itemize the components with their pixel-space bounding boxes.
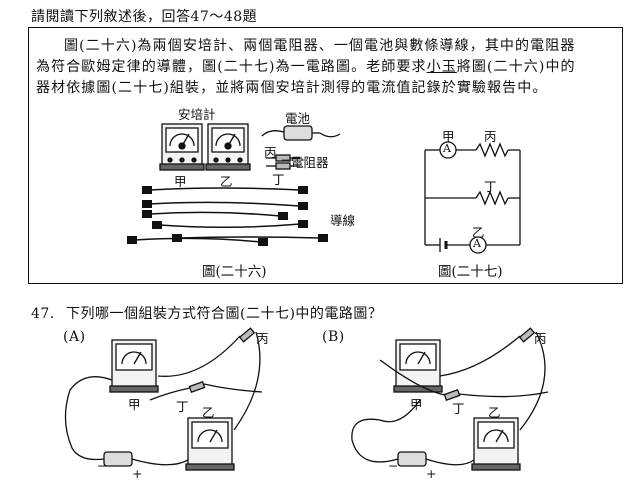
battery-label: 電池 xyxy=(285,111,311,126)
option-b-plus: + xyxy=(426,466,437,481)
passage: 圖(二十六)為兩個安培計、兩個電阻器、一個電池與數條導線，其中的電阻器 為符合歐… xyxy=(36,36,616,99)
student-name: 小玉 xyxy=(426,59,457,75)
option-a-bing: 丙 xyxy=(256,331,269,346)
circuit-diagram-icon xyxy=(424,141,521,254)
option-b-ding: 丁 xyxy=(452,401,465,416)
fig27-meter-b-symbol: A xyxy=(473,237,481,250)
passage-line-2: 為符合歐姆定律的導體，圖(二十七)為一電路圖。老師要求小玉將圖(二十六)中的 xyxy=(36,59,576,75)
option-a-yi: 乙 xyxy=(202,405,215,420)
figure27-caption: 圖(二十七) xyxy=(438,264,503,280)
ammeter-jia-icon xyxy=(159,123,205,171)
passage-box xyxy=(28,27,623,284)
option-b-yi: 乙 xyxy=(488,405,501,420)
intro-text: 請閱讀下列敘述後，回答47～48題 xyxy=(31,9,258,25)
fig27-bing-label: 丙 xyxy=(484,129,497,144)
fig27-meter-a-symbol: A xyxy=(443,142,451,155)
fig27-yi-label: 乙 xyxy=(472,225,485,240)
wires-icon xyxy=(134,187,321,243)
resistor-ding-icon xyxy=(266,162,300,170)
figure26-caption: 圖(二十六) xyxy=(202,264,267,280)
fig27-jia-label: 甲 xyxy=(442,129,455,144)
option-a-ding: 丁 xyxy=(176,399,189,414)
option-a-plus: + xyxy=(132,466,143,481)
battery-icon xyxy=(261,125,341,141)
option-b-jia: 甲 xyxy=(410,397,423,412)
option-a-label[interactable]: (A) xyxy=(63,329,86,345)
passage-line-1: 圖(二十六)為兩個安培計、兩個電阻器、一個電池與數條導線，其中的電阻器 xyxy=(64,38,576,54)
resistor-bing-icon xyxy=(266,154,300,162)
option-a-minus: − xyxy=(97,458,108,473)
option-b-bing: 丙 xyxy=(534,331,547,346)
option-a-circuit xyxy=(64,327,263,471)
fig26-bing-label: 丙 xyxy=(264,145,277,160)
option-a-jia: 甲 xyxy=(128,397,141,412)
ammeter-label: 安培計 xyxy=(178,107,216,122)
option-b-circuit xyxy=(351,327,549,471)
fig26-yi-label: 乙 xyxy=(220,174,233,189)
option-b-label[interactable]: (B) xyxy=(322,329,345,345)
resistor-label: 電阻器 xyxy=(291,155,329,170)
fig26-ding-label: 丁 xyxy=(272,172,285,187)
ammeter-yi-icon xyxy=(205,123,251,171)
passage-line-3: 器材依據圖(二十七)組裝，並將兩個安培計測得的電流值記錄於實驗報告中。 xyxy=(36,80,548,96)
question-number: 47. xyxy=(31,306,55,322)
fig27-ding-label: 丁 xyxy=(484,179,497,194)
question-text: 下列哪一個組裝方式符合圖(二十七)中的電路圖？ xyxy=(66,306,383,322)
option-b-minus: − xyxy=(388,458,399,473)
fig26-jia-label: 甲 xyxy=(174,174,187,189)
wire-label: 導線 xyxy=(330,213,356,228)
